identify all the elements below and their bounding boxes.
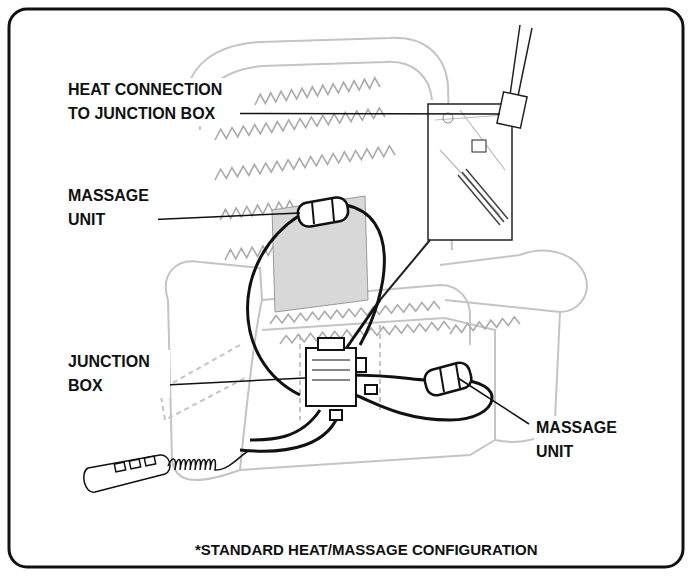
callout-label: MASSAGE UNIT bbox=[534, 416, 626, 464]
frame bbox=[9, 9, 683, 567]
leader-line bbox=[156, 378, 305, 386]
inset-detail bbox=[380, 104, 512, 300]
spring bbox=[215, 108, 385, 140]
spring bbox=[255, 78, 380, 105]
callout-label: JUNCTION BOX bbox=[66, 350, 170, 398]
callout-label: MASSAGE UNIT bbox=[66, 184, 158, 232]
leader-line bbox=[458, 378, 529, 424]
remote-control bbox=[84, 450, 250, 492]
leader-line bbox=[155, 213, 300, 220]
spring bbox=[450, 317, 520, 334]
leader-line bbox=[228, 113, 500, 115]
caption: *STANDARD HEAT/MASSAGE CONFIGURATION bbox=[192, 541, 541, 558]
callout-label: HEAT CONNECTION TO JUNCTION BOX bbox=[66, 78, 240, 126]
spring bbox=[215, 146, 395, 180]
heat-connector bbox=[497, 25, 532, 128]
junction-box bbox=[306, 338, 377, 420]
wire bbox=[240, 205, 492, 451]
spring bbox=[215, 78, 520, 344]
